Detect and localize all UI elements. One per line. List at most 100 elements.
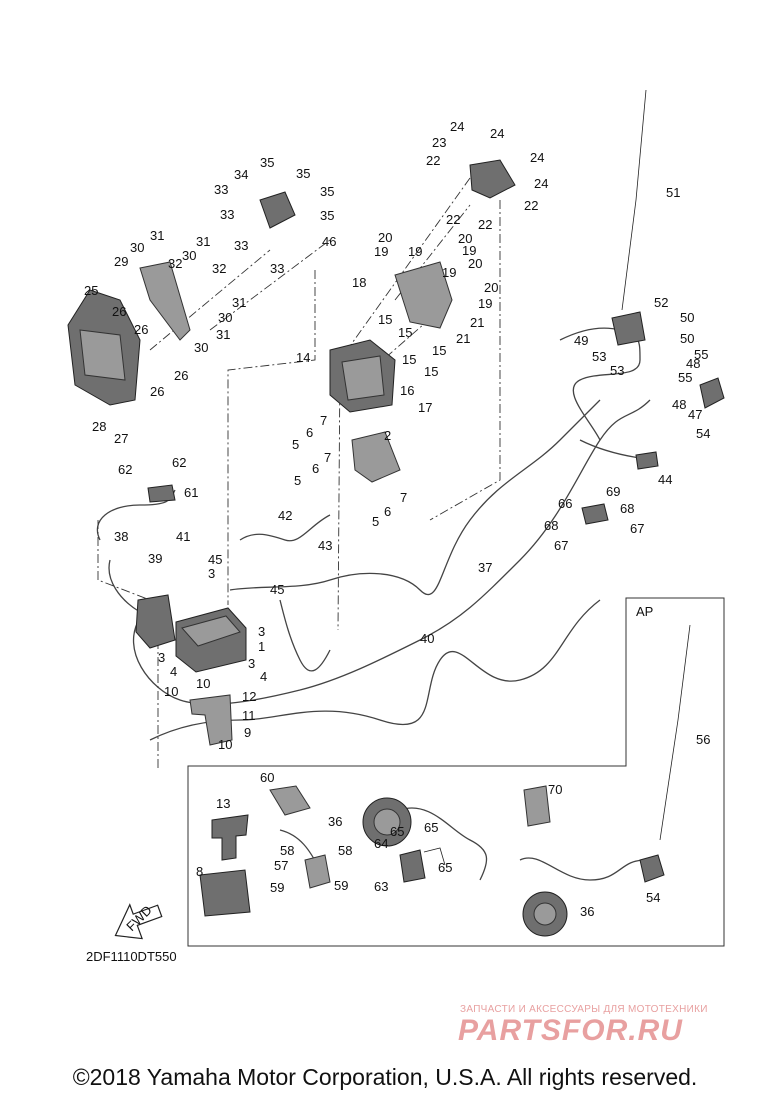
callout-67: 67: [630, 521, 644, 536]
fwd-arrow: FWD: [114, 902, 163, 940]
callout-26: 26: [112, 304, 126, 319]
callout-35-2: 35: [296, 166, 310, 181]
callout-26-4: 26: [150, 384, 164, 399]
callout-20-4: 20: [484, 280, 498, 295]
callout-6-3: 6: [384, 504, 391, 519]
callout-7: 7: [320, 413, 327, 428]
callout-64: 64: [374, 836, 388, 851]
callout-47: 47: [688, 407, 702, 422]
callout-15-5: 15: [424, 364, 438, 379]
callout-48: 48: [686, 356, 700, 371]
callout-62: 62: [118, 462, 132, 477]
callout-35-4: 35: [320, 208, 334, 223]
callout-30-3: 30: [218, 310, 232, 325]
callout-25: 25: [84, 283, 98, 298]
callout-50: 50: [680, 310, 694, 325]
callout-17: 17: [418, 400, 432, 415]
callout-36: 36: [328, 814, 342, 829]
callout-30-4: 30: [194, 340, 208, 355]
callout-61: 61: [184, 485, 198, 500]
callout-4-2: 4: [260, 669, 267, 684]
callout-19-4: 19: [442, 265, 456, 280]
callout-23: 23: [432, 135, 446, 150]
callout-15: 15: [378, 312, 392, 327]
callout-57: 57: [274, 858, 288, 873]
callout-15-2: 15: [398, 325, 412, 340]
callout-5-3: 5: [372, 514, 379, 529]
callout-22: 22: [426, 153, 440, 168]
callout-68: 68: [620, 501, 634, 516]
callout-42: 42: [278, 508, 292, 523]
callout-15-3: 15: [402, 352, 416, 367]
callout-26-2: 26: [134, 322, 148, 337]
callout-6-2: 6: [312, 461, 319, 476]
callout-48-2: 48: [672, 397, 686, 412]
callout-30-2: 30: [182, 248, 196, 263]
callout-44: 44: [658, 472, 672, 487]
callout-62-2: 62: [172, 455, 186, 470]
callout-7-3: 7: [400, 490, 407, 505]
callout-36-2: 36: [580, 904, 594, 919]
watermark-tagline: ЗАПЧАСТИ И АКСЕССУАРЫ ДЛЯ МОТОТЕХНИКИ: [460, 1004, 708, 1015]
callout-38: 38: [114, 529, 128, 544]
callout-10-3: 10: [218, 737, 232, 752]
callout-33-3: 33: [234, 238, 248, 253]
callout-35-3: 35: [320, 184, 334, 199]
callout-53-2: 53: [610, 363, 624, 378]
callout-65-2: 65: [424, 820, 438, 835]
callout-55-2: 55: [678, 370, 692, 385]
callout-4: 4: [170, 664, 177, 679]
callout-37: 37: [478, 560, 492, 575]
callout-54: 54: [696, 426, 710, 441]
callout-18: 18: [352, 275, 366, 290]
callout-30: 30: [130, 240, 144, 255]
callout-12: 12: [242, 689, 256, 704]
callout-35: 35: [260, 155, 274, 170]
callout-3-2: 3: [258, 624, 265, 639]
callout-5: 5: [292, 437, 299, 452]
callout-70: 70: [548, 782, 562, 797]
callout-33: 33: [214, 182, 228, 197]
callout-10: 10: [164, 684, 178, 699]
callout-59-2: 59: [334, 878, 348, 893]
copyright-notice: ©2018 Yamaha Motor Corporation, U.S.A. A…: [72, 1064, 698, 1090]
callout-45: 45: [208, 552, 222, 567]
callout-11: 11: [242, 708, 256, 723]
ap-section-label: AP: [636, 604, 653, 619]
callout-3: 3: [208, 566, 215, 581]
callout-24-3: 24: [530, 150, 544, 165]
callout-20: 20: [378, 230, 392, 245]
callout-24-4: 24: [534, 176, 548, 191]
callout-29: 29: [114, 254, 128, 269]
callout-60: 60: [260, 770, 274, 785]
callout-32-2: 32: [212, 261, 226, 276]
callout-54-2: 54: [646, 890, 660, 905]
callout-41: 41: [176, 529, 190, 544]
callout-5-2: 5: [294, 473, 301, 488]
callout-22-3: 22: [446, 212, 460, 227]
callout-32: 32: [168, 256, 182, 271]
parts: [67, 89, 725, 937]
callout-43: 43: [318, 538, 332, 553]
wiring-harness: [96, 327, 651, 881]
callout-8: 8: [196, 864, 203, 879]
callout-26-3: 26: [174, 368, 188, 383]
callout-31: 31: [150, 228, 164, 243]
callout-1: 1: [258, 639, 265, 654]
callout-40: 40: [420, 631, 434, 646]
callout-56: 56: [696, 732, 710, 747]
callout-66: 66: [558, 496, 572, 511]
callout-19-3: 19: [462, 243, 476, 258]
callout-51: 51: [666, 185, 680, 200]
callout-45-2: 45: [270, 582, 284, 597]
callout-13: 13: [216, 796, 230, 811]
callout-28: 28: [92, 419, 106, 434]
callout-21-2: 21: [456, 331, 470, 346]
callout-2: 2: [384, 428, 391, 443]
callout-19-2: 19: [408, 244, 422, 259]
callout-21: 21: [470, 315, 484, 330]
callout-19: 19: [374, 244, 388, 259]
callout-22-2: 22: [524, 198, 538, 213]
ap-section: AP: [187, 597, 725, 947]
